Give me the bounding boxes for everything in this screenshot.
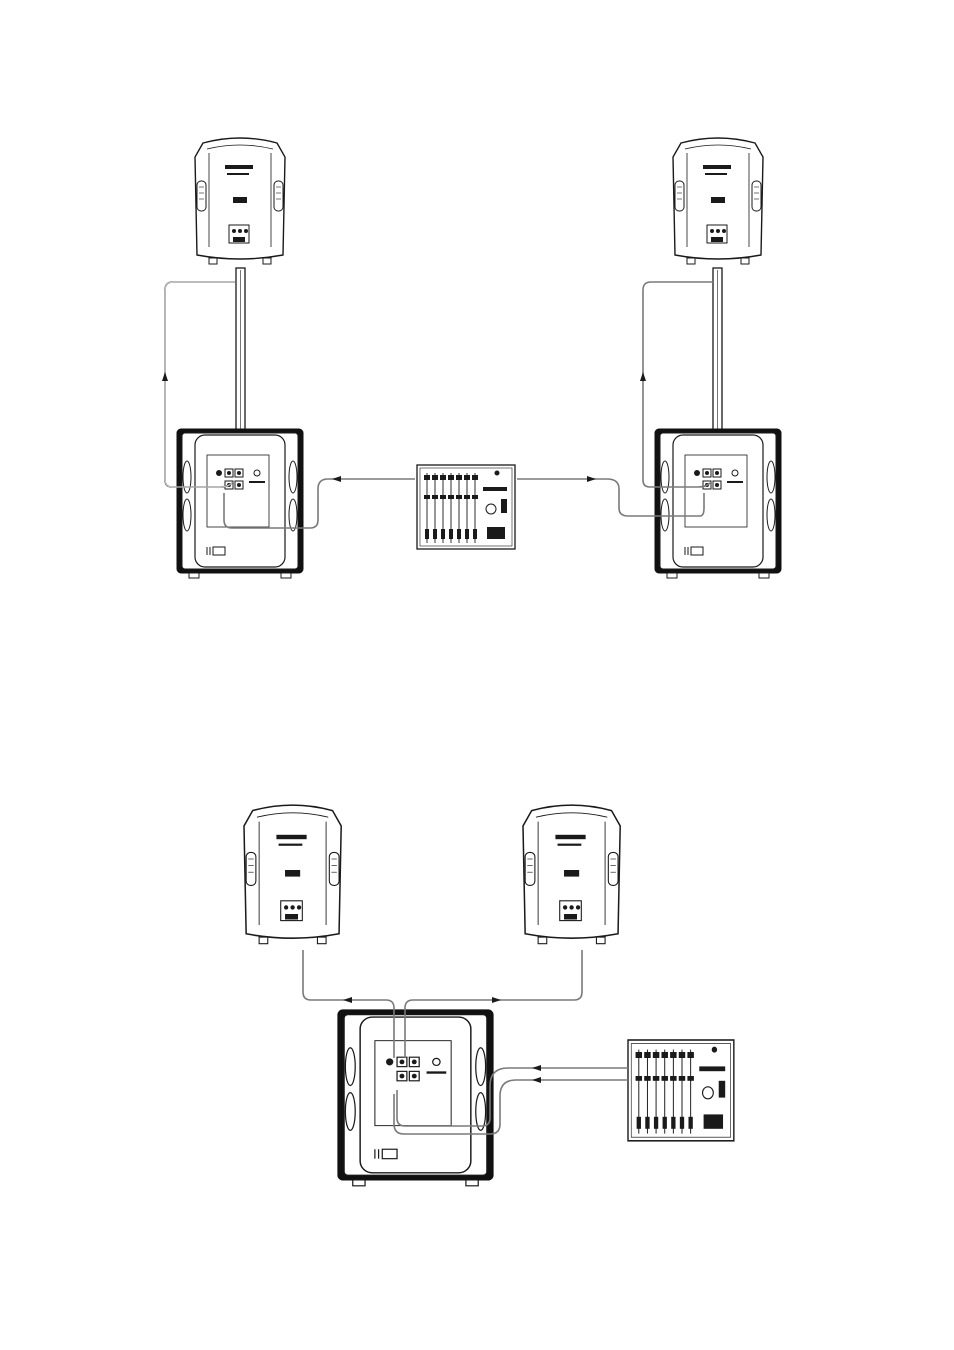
- top-speaker-right: [523, 805, 620, 944]
- top-speaker-right: [673, 138, 763, 264]
- mixer-center: [417, 465, 515, 549]
- arrow-left-mixer-out: [332, 476, 341, 482]
- arrow-left-mixer-b1: [532, 1065, 541, 1071]
- subwoofer-right: [655, 429, 781, 578]
- arrow-right-mixer-out: [587, 476, 596, 482]
- subwoofer-left: [177, 429, 303, 578]
- setup-b: [244, 805, 734, 1186]
- subwoofer-center: [338, 1010, 493, 1186]
- arrow-up-left: [162, 372, 168, 381]
- arrow-left-mixer-b2: [532, 1077, 541, 1083]
- mixer-right: [628, 1040, 734, 1141]
- arrow-right-b: [492, 997, 501, 1003]
- arrow-up-right: [640, 372, 646, 381]
- top-speaker-left: [244, 805, 341, 944]
- top-speaker-left: [195, 138, 285, 264]
- setup-a: [162, 138, 781, 578]
- arrow-left-b: [343, 997, 352, 1003]
